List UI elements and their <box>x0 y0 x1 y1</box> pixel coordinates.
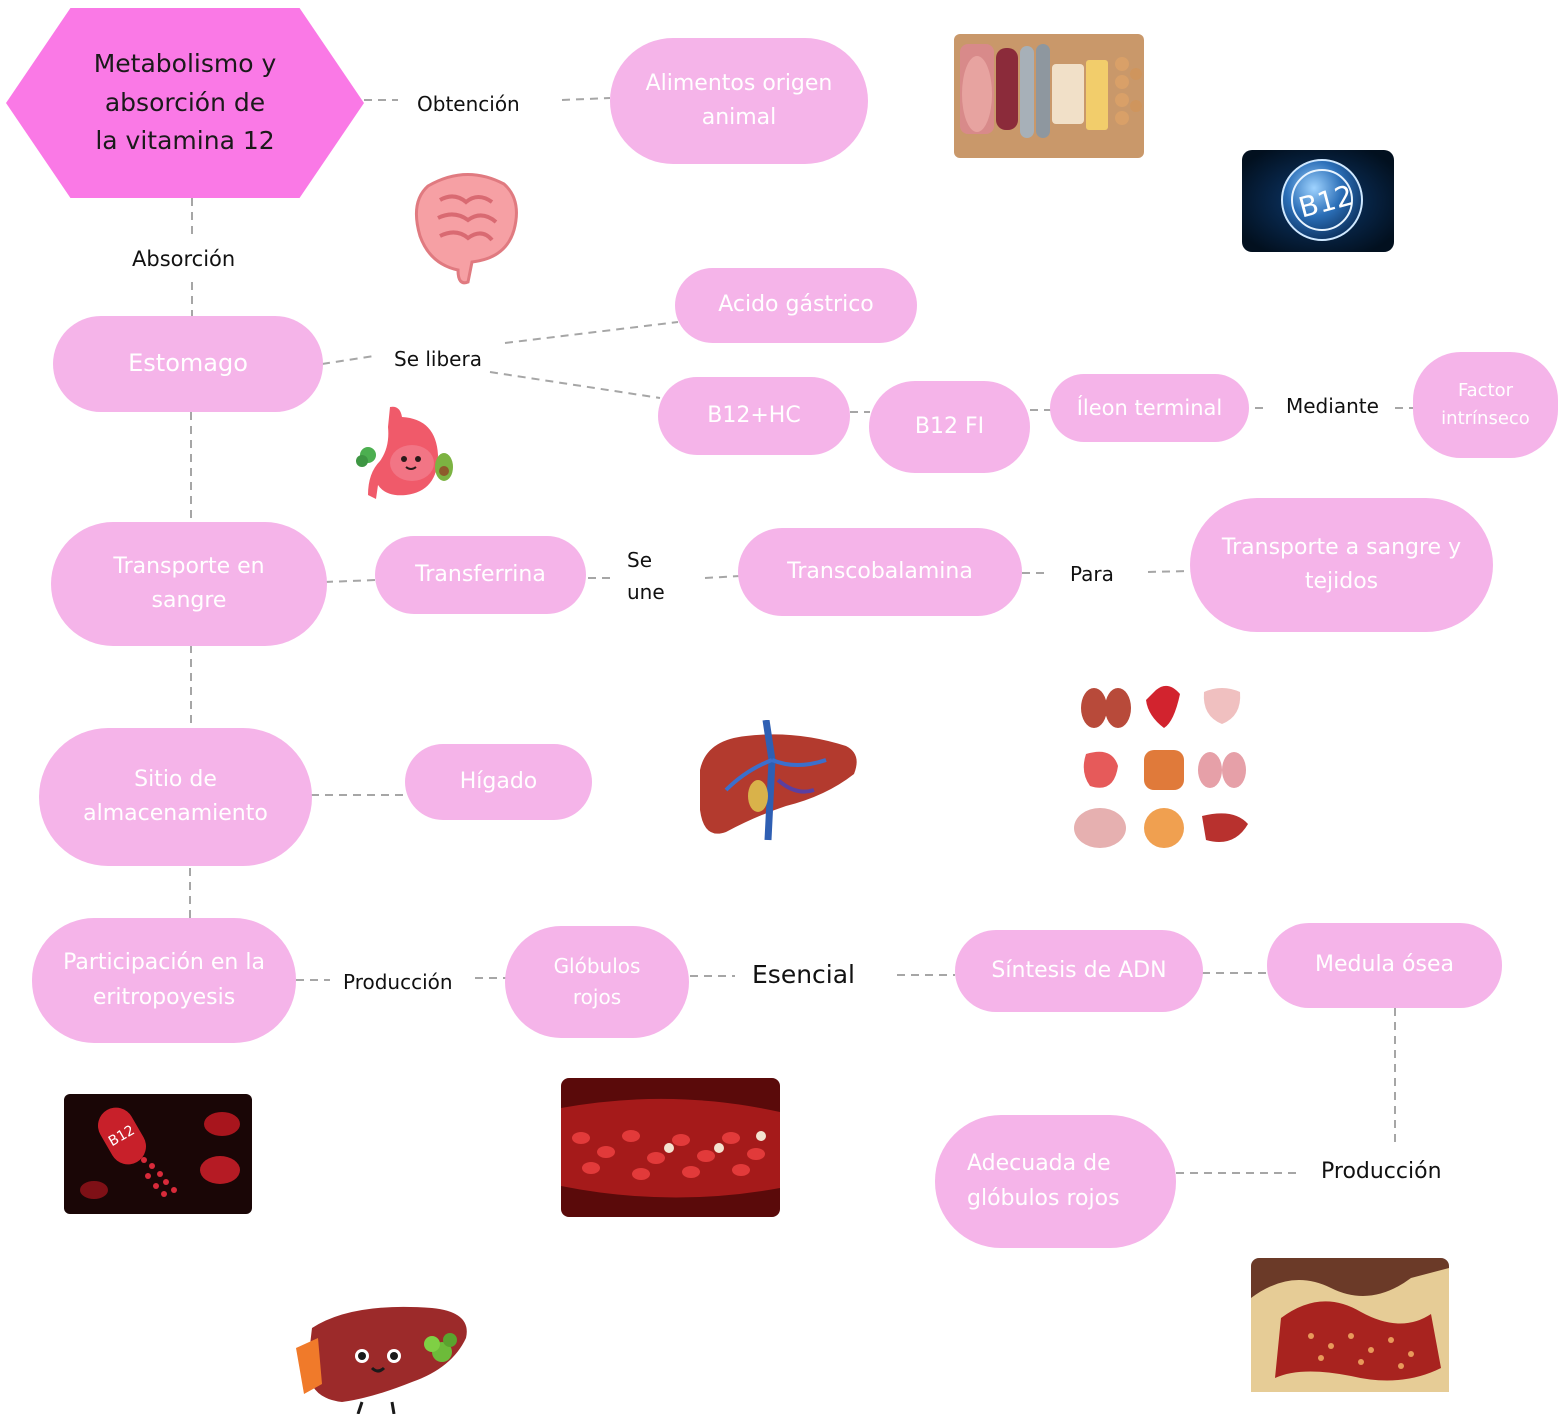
label-se-une-line2: une <box>627 577 665 608</box>
node-transporte-sangre: Transporte en sangre <box>51 522 327 646</box>
node-adecuada-globulos: Adecuada de glóbulos rojos <box>935 1115 1176 1248</box>
node-factor-intrinseco: Factor intrínseco <box>1413 352 1558 458</box>
node-transporte-tejidos: Transporte a sangre y tejidos <box>1190 498 1493 632</box>
node-alimentos: Alimentos origen animal <box>610 38 868 164</box>
label-obtencion: Obtención <box>417 89 520 120</box>
diagram-title: Metabolismo y absorción de la vitamina 1… <box>93 48 277 156</box>
node-higado: Hígado <box>405 744 592 820</box>
food-photo-icon <box>954 34 1144 158</box>
label-esencial: Esencial <box>752 956 856 995</box>
bone-marrow-photo-icon <box>1251 1258 1449 1392</box>
node-b12-hc: B12+HC <box>658 377 850 455</box>
node-medula-osea: Medula ósea <box>1267 923 1502 1008</box>
node-sitio-almacenamiento: Sitio de almacenamiento <box>39 728 312 866</box>
label-produccion-1: Producción <box>343 967 453 998</box>
node-acido-gastrico: Acido gástrico <box>675 268 917 343</box>
label-mediante: Mediante <box>1286 391 1379 422</box>
node-sintesis-adn: Síntesis de ADN <box>955 930 1203 1012</box>
organs-grid-icon <box>1064 676 1256 862</box>
node-estomago: Estomago <box>53 316 323 412</box>
b12-sphere-icon: B12 <box>1242 150 1394 252</box>
liver-anatomy-icon <box>696 720 862 842</box>
label-se-une-line1: Se <box>627 545 652 576</box>
intestine-cartoon-icon <box>410 166 522 286</box>
stomach-cartoon-icon <box>356 403 456 503</box>
node-transcobalamina: Transcobalamina <box>738 528 1022 616</box>
blood-vessel-photo-icon <box>561 1078 780 1217</box>
node-ileon-terminal: Íleon terminal <box>1050 374 1249 442</box>
node-participacion-eritropoyesis: Participación en la eritropoyesis <box>32 918 296 1043</box>
node-transferrina: Transferrina <box>375 536 586 614</box>
liver-cartoon-icon <box>292 1298 472 1414</box>
label-se-libera: Se libera <box>394 344 482 375</box>
label-produccion-2: Producción <box>1321 1155 1442 1190</box>
node-b12-fi: B12 FI <box>869 381 1030 473</box>
title-hexagon: Metabolismo y absorción de la vitamina 1… <box>6 8 364 198</box>
label-absorcion: Absorción <box>132 243 236 276</box>
b12-capsule-photo-icon: B12 <box>64 1094 252 1214</box>
label-para: Para <box>1070 559 1114 590</box>
node-globulos-rojos: Glóbulos rojos <box>505 926 689 1038</box>
